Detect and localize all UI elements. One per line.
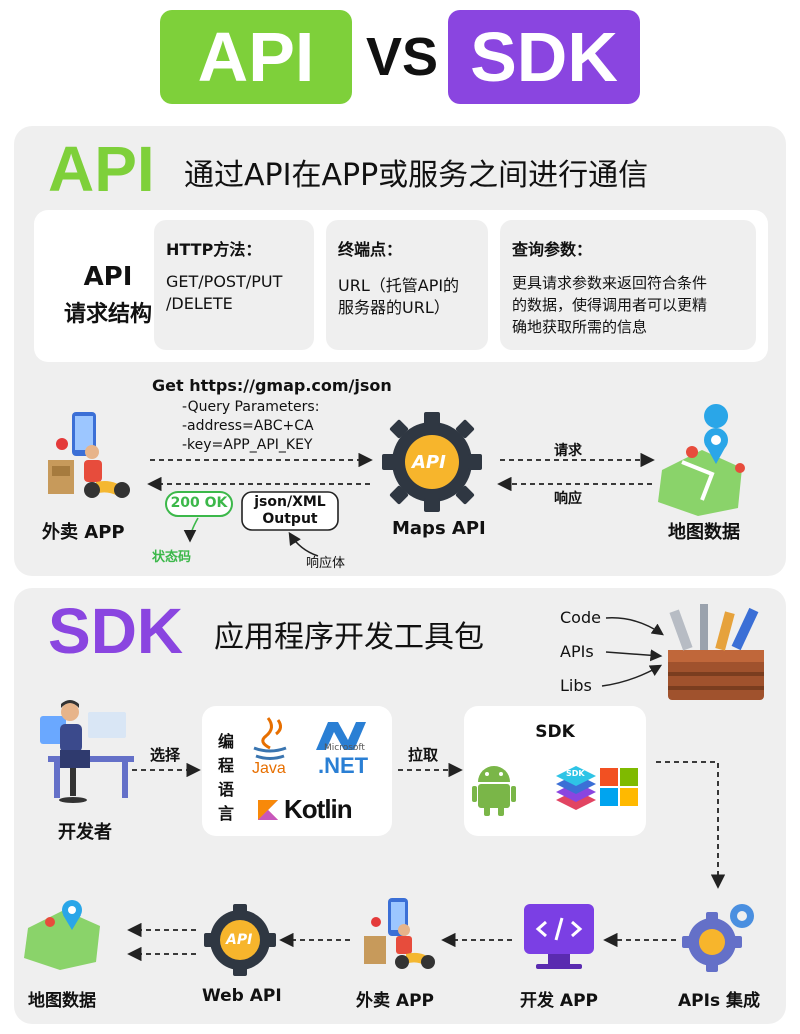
- api-subtitle: 通过API在APP或服务之间进行通信: [184, 158, 649, 193]
- api-big-title: API: [48, 133, 155, 205]
- endpoint-line-1: URL（托管API的: [338, 276, 460, 295]
- sdk-layers-badge: SDK: [566, 769, 585, 778]
- param-line-3: -key=APP_API_KEY: [182, 437, 313, 453]
- param-line-2: -address=ABC+CA: [182, 418, 314, 434]
- http-method-title: HTTP方法：: [166, 240, 262, 259]
- status-badge-outline: [165, 491, 233, 517]
- bottom-map-data-label: 地图数据: [28, 991, 96, 1011]
- net-label: .NET: [318, 753, 369, 778]
- develop-app-label: 开发 APP: [520, 991, 598, 1011]
- query-param-card: 查询参数： 更具请求参数来返回符合条件 的数据，使得调用者可以更精 确地获取所需…: [500, 220, 756, 350]
- maps-api-badge: API: [412, 452, 446, 473]
- http-method-card: HTTP方法： GET/POST/PUT /DELETE: [154, 220, 314, 350]
- endpoint-line-2: 服务器的URL）: [338, 298, 450, 317]
- map-data-icon: [658, 404, 745, 516]
- output-line-2: Output: [262, 511, 318, 527]
- developer-icon: [40, 700, 134, 803]
- windows-icon: [600, 768, 638, 806]
- android-icon: [472, 766, 516, 816]
- kotlin-logo: [258, 800, 278, 820]
- web-api-gear-icon: [204, 904, 276, 976]
- query-param-line-2: 的数据，使得调用者可以更精: [512, 296, 708, 314]
- bottom-app-label: 外卖 APP: [356, 991, 434, 1011]
- map-data-label: 地图数据: [668, 522, 740, 543]
- vs-label: VS: [366, 27, 439, 87]
- structure-label-text: 请求结构: [63, 302, 152, 327]
- pull-label: 拉取: [408, 746, 439, 764]
- request-line: Get https://gmap.com/json: [152, 376, 392, 395]
- java-logo: [253, 717, 287, 760]
- toolbox-item-libs: Libs: [560, 676, 592, 695]
- java-label: Java: [252, 760, 286, 777]
- lang-char-3: 语: [218, 780, 235, 799]
- structure-label-api: API: [83, 262, 133, 292]
- api-header-pill: API: [160, 10, 352, 104]
- web-api-label: Web API: [202, 986, 282, 1006]
- kotlin-label: Kotlin: [284, 794, 353, 824]
- developer-label: 开发者: [58, 822, 112, 843]
- sdk-header-pill: SDK: [448, 10, 640, 104]
- web-api-badge: API: [226, 932, 253, 948]
- endpoint-card: 终端点： URL（托管API的 服务器的URL）: [326, 220, 488, 350]
- dotnet-logo: [316, 722, 366, 750]
- output-line-1: json/XML: [254, 494, 326, 510]
- toolbox-item-apis: APIs: [560, 642, 594, 661]
- maps-api-label: Maps API: [392, 518, 486, 539]
- status-badge: 200 OK: [170, 495, 228, 511]
- bottom-map-data-icon: [24, 900, 100, 970]
- app-label: 外卖 APP: [42, 522, 125, 543]
- choose-label: 选择: [150, 746, 181, 764]
- sdk-card-title: SDK: [535, 722, 575, 742]
- lang-char-2: 程: [218, 756, 235, 775]
- toolbox-icon: [668, 604, 764, 700]
- request-label: 请求: [554, 443, 582, 459]
- apis-integration-label: APIs 集成: [678, 991, 760, 1011]
- lang-char-1: 编: [218, 732, 235, 751]
- toolbox-item-code: Code: [560, 608, 601, 627]
- sdk-layers-icon: [556, 766, 596, 810]
- sdk-big-title: SDK: [48, 595, 184, 667]
- sdk-header-label: SDK: [470, 18, 618, 96]
- output-box-outline: [241, 491, 339, 531]
- query-param-line-3: 确地获取所需的信息: [512, 318, 648, 336]
- bottom-delivery-app-icon: [364, 898, 435, 969]
- http-method-line-2: /DELETE: [166, 294, 233, 313]
- response-body-label: 响应体: [306, 556, 346, 571]
- lang-char-4: 言: [218, 804, 235, 823]
- maps-api-gear-icon: [382, 412, 482, 512]
- query-param-title: 查询参数：: [512, 240, 593, 259]
- param-line-1: -Query Parameters:: [182, 399, 320, 415]
- query-param-line-1: 更具请求参数来返回符合条件: [512, 274, 708, 292]
- sdk-subtitle: 应用程序开发工具包: [214, 620, 484, 655]
- apis-integration-gears-icon: [682, 904, 754, 972]
- develop-app-monitor-icon: [524, 904, 594, 969]
- net-small-label: Microsoft: [324, 743, 365, 753]
- api-header-label: API: [197, 18, 315, 96]
- endpoint-title: 终端点：: [338, 240, 403, 259]
- delivery-app-icon: [48, 412, 130, 498]
- status-label: 状态码: [152, 550, 192, 565]
- http-method-line-1: GET/POST/PUT: [166, 272, 283, 291]
- response-label: 响应: [554, 491, 582, 507]
